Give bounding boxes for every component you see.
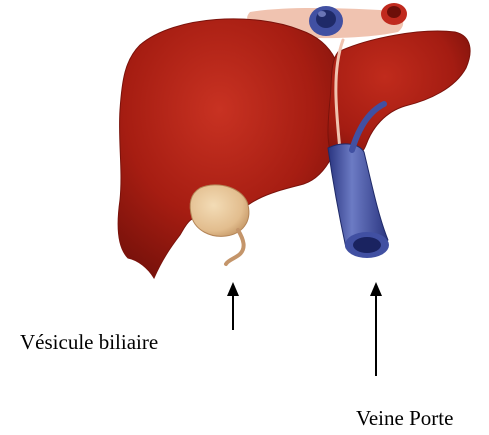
portal-vein-label: Veine Porte [356,408,453,429]
portal-vein-opening [345,232,389,258]
artery-top [381,3,407,25]
gallbladder [190,185,249,236]
arrow-portal-vein [370,282,382,376]
vena-cava-top [309,6,343,36]
arrow-gallbladder [227,282,239,330]
liver-left-lobe [118,19,343,278]
liver-right-lobe [328,31,470,162]
gallbladder-label: Vésicule biliaire [20,332,158,353]
